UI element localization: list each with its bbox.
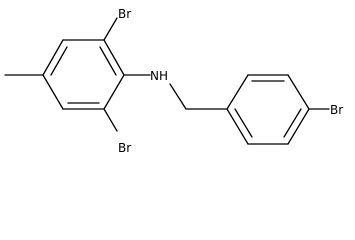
ring-bond bbox=[42, 39, 64, 76]
atom-label-br-top: Br bbox=[118, 7, 131, 21]
ring-double-bond bbox=[234, 108, 253, 138]
ring-bond bbox=[103, 39, 125, 76]
ring-bond bbox=[287, 108, 310, 145]
ring-bond bbox=[287, 74, 310, 110]
ring-bond bbox=[42, 74, 64, 110]
atom-label-nh: NH bbox=[150, 69, 168, 83]
br-bottom-bond bbox=[103, 108, 118, 132]
n-ch2-bond bbox=[169, 83, 187, 110]
ring-double-bond bbox=[283, 108, 302, 138]
molecule-structure: Br Br NH Br bbox=[4, 7, 343, 154]
ring-bond bbox=[226, 108, 249, 145]
ring-bond bbox=[226, 74, 249, 110]
left-aromatic-ring bbox=[42, 39, 125, 110]
ring-double-bond bbox=[50, 46, 68, 76]
ring-bond bbox=[103, 74, 125, 110]
br-top-bond bbox=[103, 17, 118, 41]
atom-label-br-bottom: Br bbox=[118, 141, 131, 154]
atom-label-br-right: Br bbox=[330, 103, 343, 117]
ring-double-bond bbox=[99, 46, 117, 76]
right-aromatic-ring bbox=[226, 74, 310, 145]
